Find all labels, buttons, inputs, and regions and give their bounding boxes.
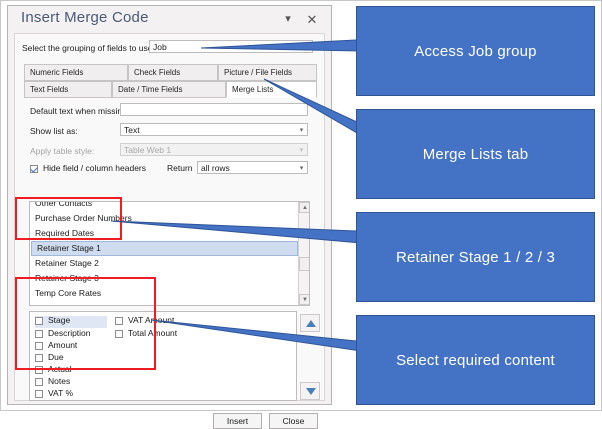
callout-text: Retainer Stage 1 / 2 / 3	[395, 248, 556, 266]
checkbox[interactable]	[35, 366, 43, 374]
highlight-content-checkboxes	[15, 277, 156, 370]
checkbox[interactable]	[35, 354, 43, 362]
close-icon[interactable]: ✕	[306, 12, 318, 27]
checkbox-label: Due	[48, 352, 64, 362]
insert-merge-code-dialog: Insert Merge Code ▾ ✕ Select the groupin…	[7, 5, 332, 429]
checkbox-label: Description	[48, 328, 91, 338]
grouping-value: Job	[153, 42, 167, 52]
tab-check-fields[interactable]: Check Fields	[128, 64, 218, 81]
dialog-titlebar: Insert Merge Code ▾ ✕	[8, 6, 331, 33]
checkbox-label: Stage	[48, 315, 71, 325]
listbox-scrollbar[interactable]: ▲ ▼	[298, 202, 309, 305]
list-item[interactable]: Retainer Stage 2	[35, 258, 99, 268]
callout-arrow-4	[151, 319, 361, 352]
return-select[interactable]: all rows ▾	[197, 161, 308, 174]
list-item[interactable]: Retainer Stage 1	[31, 241, 298, 256]
tab-strip: Numeric Fields Check Fields Picture / Fi…	[24, 64, 317, 98]
dialog-body: Select the grouping of fields to use: Jo…	[14, 33, 325, 429]
checkbox-row-stage[interactable]: Stage	[35, 315, 107, 328]
triangle-down-icon: ▼	[302, 297, 308, 303]
callout-arrow-2	[264, 78, 364, 138]
list-item[interactable]: Temp Core Rates Ended	[30, 301, 299, 305]
callout-arrow-3	[111, 218, 361, 244]
return-value: all rows	[201, 163, 230, 173]
checkbox-label: Amount	[48, 340, 78, 350]
show-list-as-value: Text	[124, 125, 140, 135]
checkbox[interactable]	[115, 330, 123, 338]
content-checkbox-panel[interactable]: Stage Description Amount Due Actual	[29, 311, 297, 401]
list-item[interactable]: Other Contacts	[35, 201, 93, 208]
chevron-down-icon: ▾	[299, 147, 304, 154]
checkbox[interactable]	[35, 317, 43, 325]
insert-button[interactable]: Insert	[213, 413, 262, 429]
callout-text: Access Job group	[414, 42, 537, 60]
highlight-retainer-stages	[15, 197, 122, 240]
list-item[interactable]: Required Dates	[35, 228, 95, 238]
checkbox[interactable]	[35, 378, 43, 386]
hide-headers-label: Hide field / column headers	[43, 163, 147, 173]
tab-date-time-fields[interactable]: Date / Time Fields	[112, 81, 226, 98]
callout-merge-lists-tab: Merge Lists tab	[356, 109, 595, 199]
move-down-button[interactable]	[300, 382, 320, 400]
checkbox-label: VAT %	[48, 388, 74, 398]
listbox-items: Other Contacts Purchase Order Numbers Re…	[30, 201, 299, 305]
callout-retainer-stage: Retainer Stage 1 / 2 / 3	[356, 212, 595, 302]
grouping-label: Select the grouping of fields to use:	[22, 43, 155, 53]
dialog-title: Insert Merge Code	[21, 9, 149, 26]
default-text-input[interactable]	[120, 103, 308, 116]
scroll-down-button[interactable]: ▼	[299, 294, 309, 305]
chevron-down-icon: ▾	[299, 165, 304, 172]
list-item[interactable]: Temp Core Rates	[35, 288, 102, 298]
hide-headers-checkbox[interactable]	[30, 165, 38, 173]
scroll-up-button[interactable]: ▲	[299, 202, 309, 213]
triangle-up-icon	[306, 320, 316, 327]
checkbox[interactable]	[35, 390, 43, 398]
list-item[interactable]: Purchase Order Numbers	[35, 213, 132, 223]
checkbox[interactable]	[115, 317, 123, 325]
scrollbar-thumb[interactable]	[299, 257, 309, 271]
tab-text-fields[interactable]: Text Fields	[24, 81, 112, 98]
checkbox-label: Notes	[48, 376, 71, 386]
callout-arrow-1	[201, 27, 361, 52]
move-up-button[interactable]	[300, 314, 320, 332]
show-list-as-label: Show list as:	[30, 126, 78, 136]
checkbox-label: Total Amount	[128, 328, 178, 338]
default-text-label: Default text when missing:	[30, 106, 130, 116]
return-label: Return	[167, 163, 193, 173]
chevron-down-icon: ▾	[299, 127, 304, 134]
apply-table-style-select: Table Web 1 ▾	[120, 143, 308, 156]
checkbox[interactable]	[35, 330, 43, 338]
show-list-as-select[interactable]: Text ▾	[120, 123, 308, 136]
callout-text: Select required content	[396, 351, 555, 369]
tab-numeric-fields[interactable]: Numeric Fields	[24, 64, 128, 81]
apply-table-style-value: Table Web 1	[124, 145, 172, 155]
triangle-down-icon	[306, 388, 316, 395]
checkbox[interactable]	[35, 342, 43, 350]
callout-text: Merge Lists tab	[422, 145, 529, 163]
callout-access-job-group: Access Job group	[356, 6, 595, 96]
close-button[interactable]: Close	[269, 413, 318, 429]
merge-list-listbox[interactable]: Other Contacts Purchase Order Numbers Re…	[29, 201, 310, 306]
chevron-down-icon[interactable]: ▾	[285, 13, 291, 25]
triangle-up-icon: ▲	[302, 205, 308, 211]
screenshot-root: Insert Merge Code ▾ ✕ Select the groupin…	[0, 0, 602, 411]
callout-select-required-content: Select required content	[356, 315, 595, 405]
apply-table-style-label: Apply table style:	[30, 146, 95, 156]
